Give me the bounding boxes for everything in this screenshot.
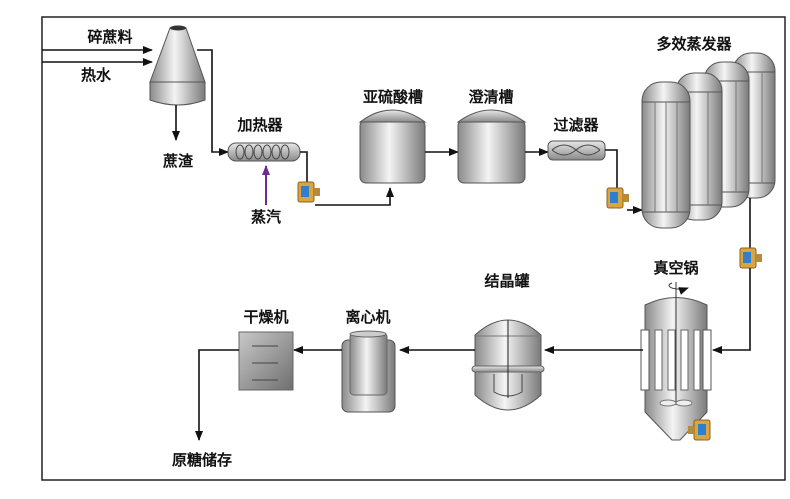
label-bagasse: 蔗渣: [162, 152, 194, 170]
label-steam: 蒸汽: [251, 208, 281, 226]
to-sulfite-tank-line: [315, 187, 394, 206]
crystallizer-tank: [471, 319, 545, 411]
multi-effect-evaporator: [641, 52, 776, 229]
juice-to-heater-line: [197, 49, 229, 156]
sensor-icon: [606, 187, 629, 209]
stirrer-rotation-icon: [668, 282, 689, 295]
sulfite-tank: [358, 109, 427, 184]
centrifuge: [341, 330, 396, 413]
vacuum-pan: [640, 282, 712, 441]
heater-outlet-line: [300, 151, 308, 182]
heater: [227, 142, 301, 162]
to-storage-line: [195, 349, 239, 441]
diffuser-cone: [149, 25, 206, 106]
label-centrifuge: 离心机: [345, 308, 390, 326]
dryer: [238, 331, 294, 391]
sensor-icon: [688, 419, 711, 441]
label-evaporator: 多效蒸发器: [656, 35, 732, 53]
label-hot-water: 热水: [81, 66, 112, 84]
label-vacuum-pan: 真空锅: [653, 259, 698, 277]
label-dryer: 干燥机: [243, 308, 288, 326]
filter: [547, 140, 606, 161]
label-clarifier: 澄清槽: [468, 88, 513, 106]
sensor-icon: [297, 181, 320, 203]
sensor-icon: [739, 247, 762, 269]
label-storage: 原糖储存: [172, 451, 232, 469]
label-filter: 过滤器: [553, 116, 599, 134]
label-sulfite-tank: 亚硫酸槽: [363, 88, 423, 106]
filter-outlet-line: [605, 149, 618, 188]
label-crushed-cane: 碎蔗料: [87, 28, 132, 46]
label-heater: 加热器: [236, 116, 283, 134]
label-crystallizer: 结晶罐: [484, 272, 529, 290]
clarifier-tank: [456, 109, 527, 184]
to-vacuum-pan-line: [712, 268, 751, 354]
